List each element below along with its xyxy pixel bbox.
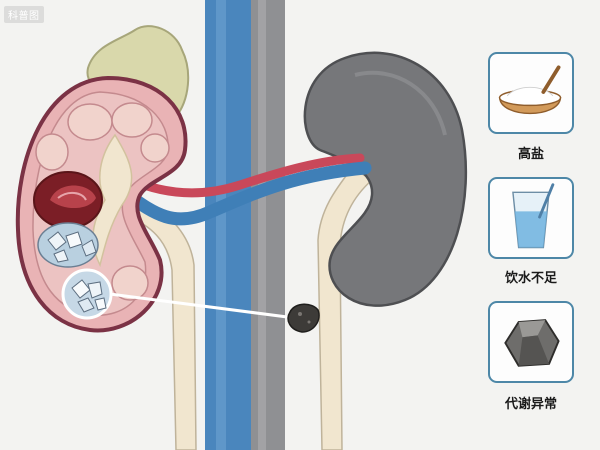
ureter-stone	[287, 303, 320, 333]
callout-line	[109, 292, 296, 320]
aorta	[251, 0, 285, 450]
main-vessels	[205, 0, 285, 450]
hydronephrosis-calyx	[33, 171, 103, 229]
cause-label-water: 饮水不足	[504, 271, 557, 286]
renal-pelvis	[92, 133, 133, 268]
stone-icon	[504, 319, 560, 367]
vena-cava	[205, 0, 251, 450]
stone-crystals-magnified	[61, 268, 113, 320]
renal-artery	[115, 153, 365, 198]
cause-card-salt	[488, 52, 574, 134]
salt-bowl-icon	[498, 65, 562, 115]
healthy-kidney	[303, 51, 468, 450]
cause-label-salt: 高盐	[517, 147, 544, 162]
water-glass-icon	[512, 183, 555, 249]
diseased-kidney	[15, 75, 188, 333]
renal-vein	[111, 161, 372, 226]
cause-card-water	[488, 177, 574, 259]
cause-card-metabolism	[488, 301, 574, 383]
cause-label-metabolism: 代谢异常	[504, 397, 557, 412]
renal-pyramids	[35, 102, 170, 301]
watermark: 科普图	[4, 6, 44, 23]
stone-crystals-upper	[37, 222, 99, 268]
